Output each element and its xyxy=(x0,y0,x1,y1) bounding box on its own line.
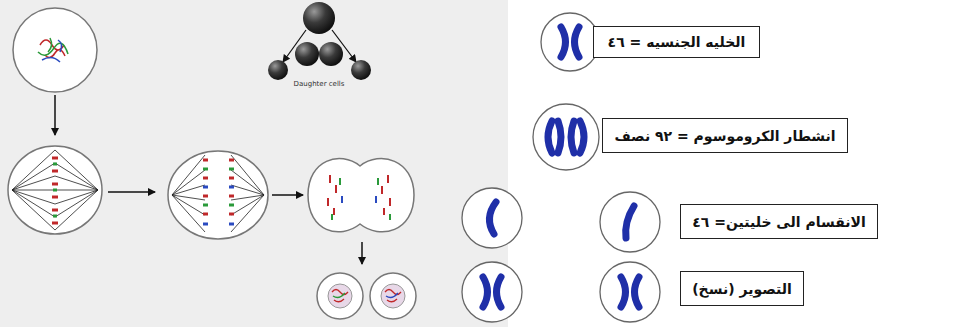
arrow xyxy=(361,242,363,264)
sphere-icon xyxy=(268,2,371,80)
daughter-cells xyxy=(317,273,416,319)
cell-anaphase xyxy=(168,151,268,239)
box-text: انشطار الكروموسوم = ٩٢ نصف xyxy=(614,128,835,144)
arrow xyxy=(54,95,56,135)
label-box: الخليه الجنسيه = ٤٦ xyxy=(593,26,760,58)
panel xyxy=(0,0,508,327)
cell-telophase xyxy=(308,159,414,232)
label-box: انشطار الكروموسوم = ٩٢ نصف xyxy=(602,118,848,153)
arrow xyxy=(272,194,303,196)
cell-interphase xyxy=(13,8,97,92)
box-text: الانقسام الى خليتين= ٤٦ xyxy=(692,214,866,230)
label-box: التصوير (نسخ) xyxy=(680,271,804,306)
arrow xyxy=(108,191,155,193)
chromosome-circles xyxy=(462,13,660,322)
box-text: التصوير (نسخ) xyxy=(692,281,792,297)
cell-metaphase xyxy=(8,146,102,234)
label-box: الانقسام الى خليتين= ٤٦ xyxy=(680,204,878,239)
box-text: الخليه الجنسيه = ٤٦ xyxy=(608,34,746,50)
caption-label: Daughter cells xyxy=(294,80,345,88)
